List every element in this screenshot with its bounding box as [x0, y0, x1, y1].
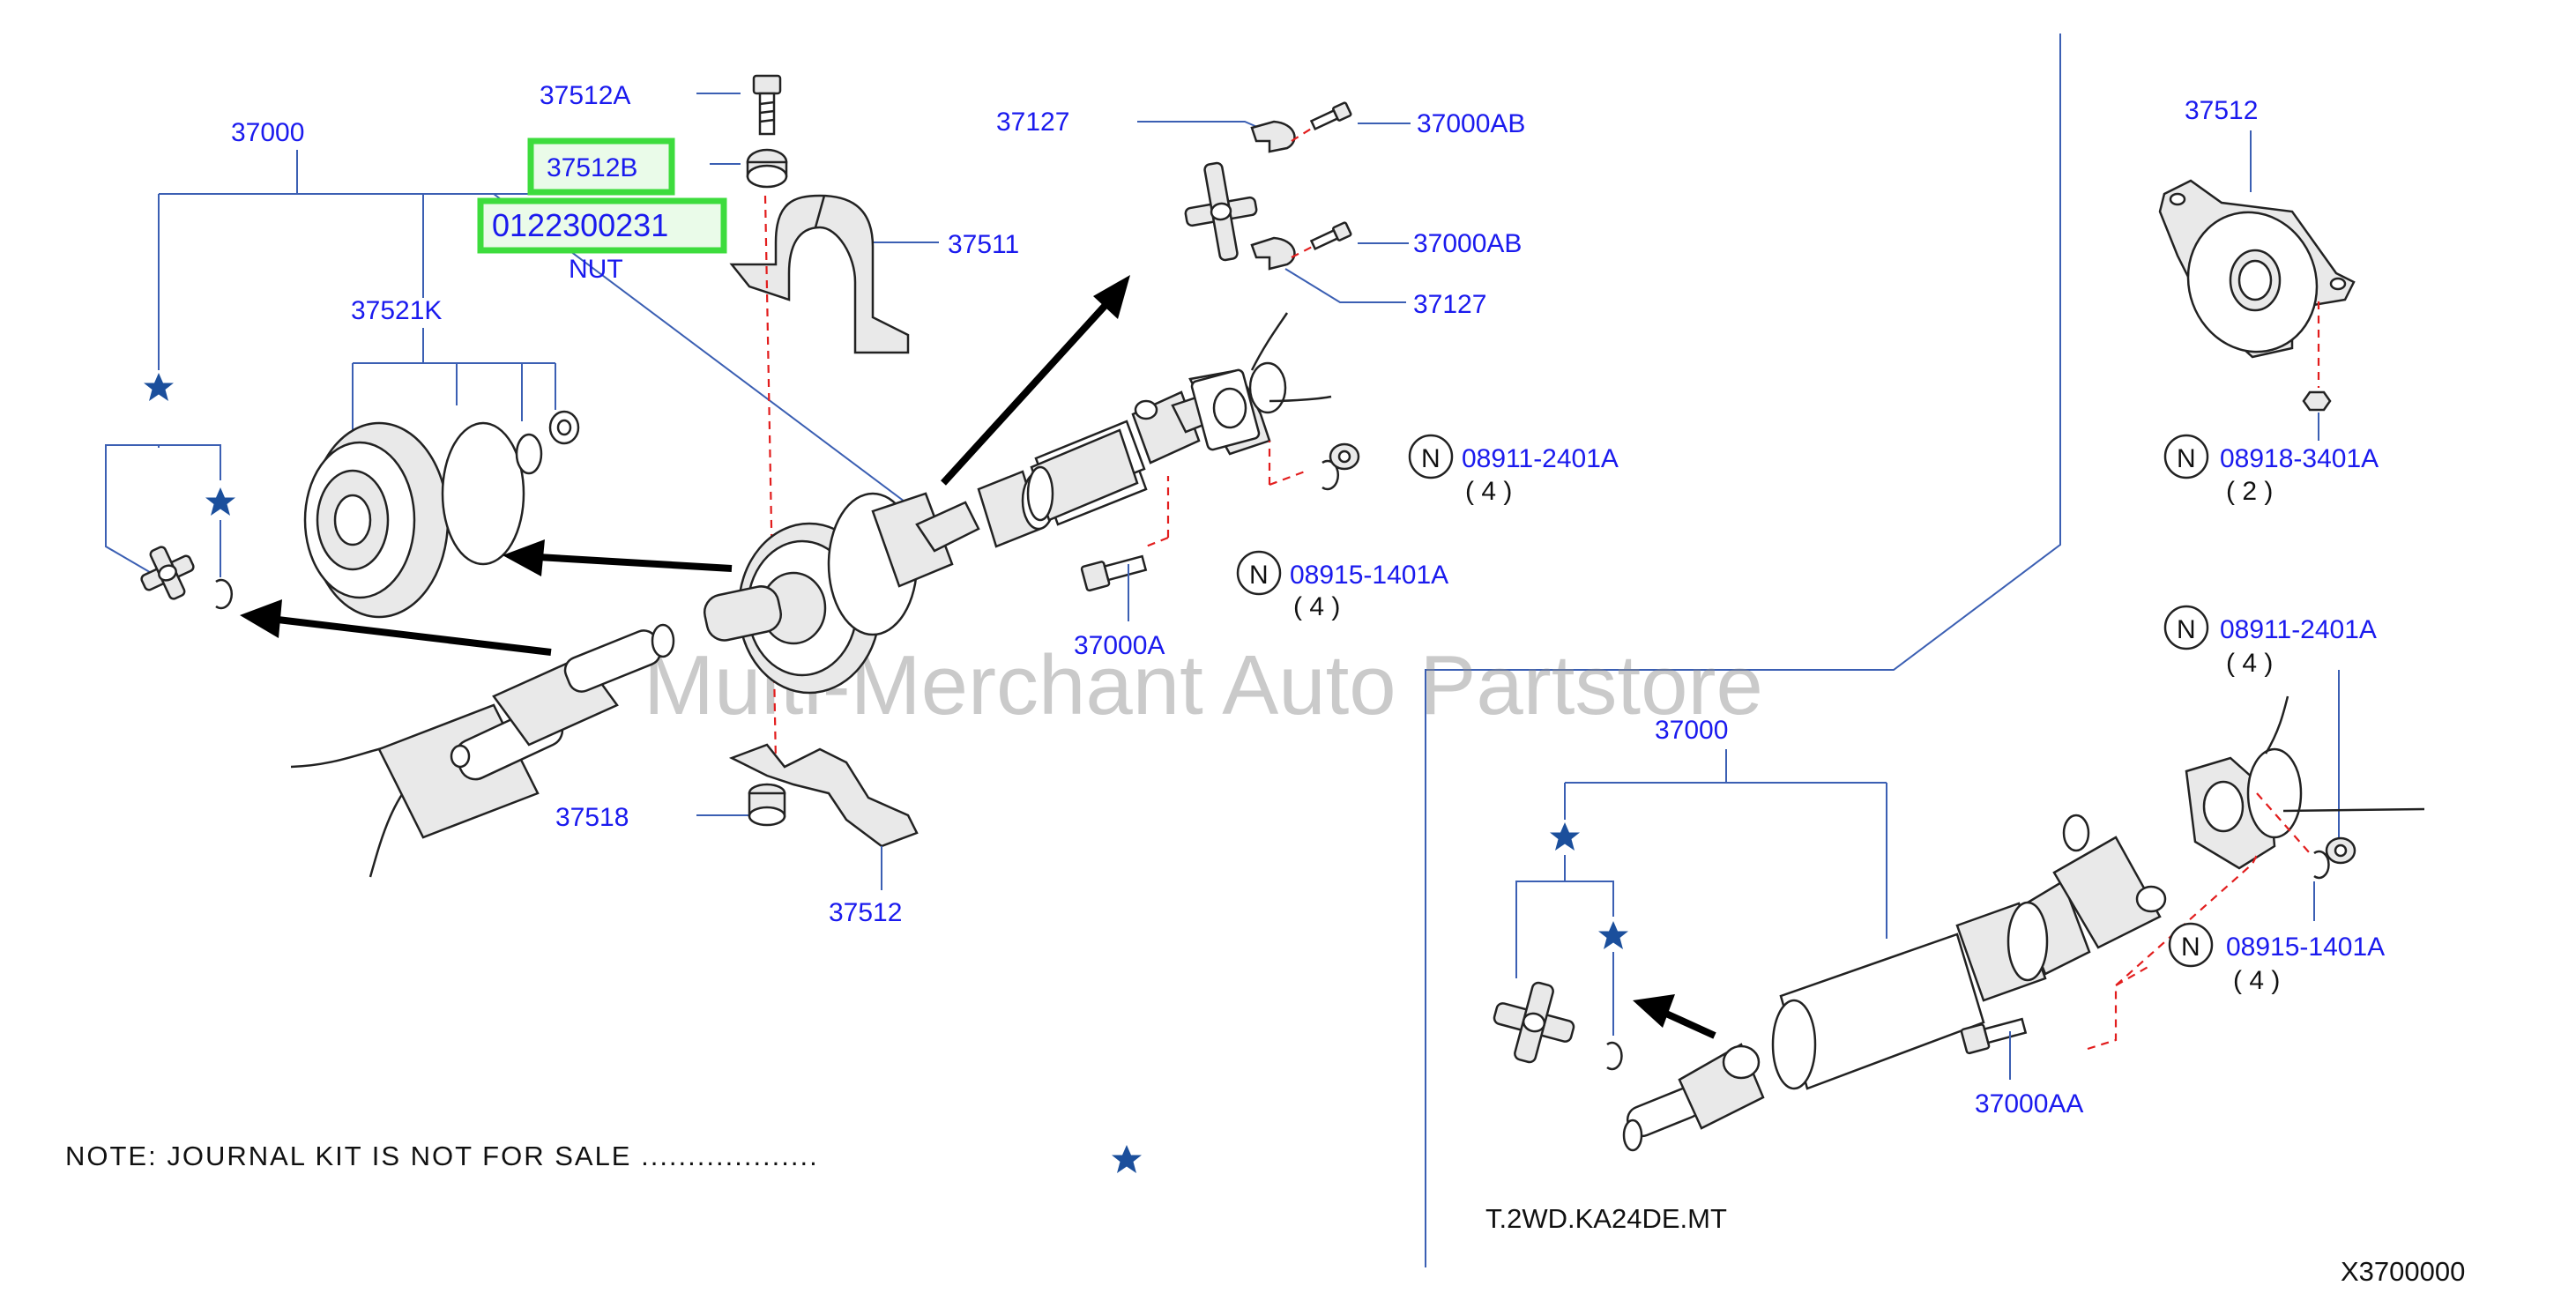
label-37512-bottom[interactable]: 37512 — [829, 898, 902, 927]
n-badge-3-text: N — [2177, 615, 2196, 644]
clamp-37127-top[interactable] — [1250, 120, 1296, 153]
n-badge-2-text: N — [2177, 444, 2196, 473]
bolt-37000a[interactable] — [1080, 551, 1148, 592]
n-part-0-number[interactable]: 08911-2401A — [1462, 444, 1619, 473]
journal-bracket-left — [105, 444, 221, 578]
n-part-2-qty: ( 2 ) — [2226, 477, 2273, 506]
dashed-lower-bolt-2 — [1145, 536, 1169, 548]
figure-code: X3700000 — [2341, 1256, 2465, 1287]
leader-37127-top — [1137, 121, 1270, 133]
leader-37000-right — [1564, 749, 1887, 939]
label-37000aa[interactable]: 37000AA — [1975, 1089, 2083, 1118]
rear-shaft-left[interactable] — [977, 312, 1332, 548]
bolt-37000ab-top[interactable] — [1309, 101, 1352, 131]
snap-ring-right[interactable] — [1606, 1041, 1623, 1071]
variant-code: T.2WD.KA24DE.MT — [1485, 1203, 1727, 1234]
star-icon — [144, 373, 174, 401]
label-37000ab-mid[interactable]: 37000AB — [1413, 229, 1522, 258]
n-part-4-number[interactable]: 08915-1401A — [2226, 933, 2385, 962]
journal-cross-upper[interactable] — [1178, 158, 1264, 265]
dashed-right-flange — [2087, 792, 2311, 1051]
n-part-3-qty: ( 4 ) — [2226, 649, 2273, 678]
label-37512-right[interactable]: 37512 — [2185, 96, 2258, 125]
dashed-nut-left-2 — [1269, 470, 1306, 487]
label-37000a[interactable]: 37000A — [1074, 631, 1165, 660]
star-icon — [1112, 1145, 1142, 1173]
washer-right[interactable] — [2313, 850, 2330, 880]
section-divider — [1425, 33, 2061, 1267]
bolt-37000ab-mid[interactable] — [1309, 221, 1352, 251]
label-37521k[interactable]: 37521K — [351, 296, 442, 325]
n-part-1-qty: ( 4 ) — [1293, 592, 1340, 621]
nut-right[interactable] — [2325, 836, 2356, 865]
snap-ring-left[interactable] — [215, 578, 234, 610]
bracket-37511[interactable] — [729, 194, 910, 354]
coupling-flange-37521k[interactable] — [303, 410, 580, 619]
propeller-shaft-right[interactable] — [1622, 695, 2425, 1152]
label-37512b: 37512B — [547, 153, 637, 182]
n-badge-1[interactable]: N — [1236, 550, 1282, 596]
star-icon — [1550, 822, 1580, 851]
star-icon — [205, 487, 235, 516]
nut-left[interactable] — [1329, 442, 1360, 471]
n-badge-1-text: N — [1249, 561, 1269, 590]
clamp-37127-mid[interactable] — [1250, 236, 1296, 271]
label-37127-top[interactable]: 37127 — [996, 108, 1069, 137]
label-nut: NUT — [569, 255, 623, 284]
center-bearing-37512[interactable] — [2158, 179, 2356, 370]
n-part-2-number[interactable]: 08918-3401A — [2220, 444, 2379, 473]
arrow-to-journal-right — [1633, 994, 1716, 1039]
n-part-1-number[interactable]: 08915-1401A — [1290, 561, 1448, 590]
n-part-3-number[interactable]: 08911-2401A — [2220, 615, 2377, 644]
note-text: NOTE: JOURNAL KIT IS NOT FOR SALE ......… — [65, 1141, 819, 1171]
arrow-to-upper-joint — [941, 275, 1130, 486]
label-37127-mid[interactable]: 37127 — [1413, 290, 1486, 319]
nut-bearing-right[interactable] — [2302, 390, 2332, 412]
label-37512a[interactable]: 37512A — [540, 81, 630, 110]
bracket-37512-lower[interactable] — [728, 743, 919, 848]
spacer-37518[interactable] — [748, 783, 786, 827]
center-bearing-shaft[interactable] — [702, 492, 980, 695]
label-37000-top[interactable]: 37000 — [231, 118, 304, 147]
leader-37127-mid — [1284, 268, 1406, 303]
n-badge-4-text: N — [2181, 933, 2200, 962]
front-shaft-left[interactable] — [290, 623, 675, 878]
n-badge-4[interactable]: N — [2168, 922, 2214, 968]
label-37000-right[interactable]: 37000 — [1655, 716, 1728, 745]
journal-cross-right[interactable] — [1485, 974, 1582, 1071]
washer-left[interactable] — [1322, 459, 1340, 491]
label-37511[interactable]: 37511 — [948, 230, 1019, 259]
highlight-0122300231[interactable]: 0122300231 — [477, 197, 727, 254]
arrow-to-journal — [240, 599, 552, 656]
star-icon — [1598, 921, 1628, 949]
highlight-37512b[interactable]: 37512B — [527, 137, 675, 196]
n-badge-0[interactable]: N — [1408, 434, 1454, 479]
journal-cross-left[interactable] — [132, 538, 203, 608]
label-37000ab-top[interactable]: 37000AB — [1417, 109, 1525, 138]
label-0122300231: 0122300231 — [492, 207, 668, 243]
n-badge-0-text: N — [1421, 444, 1441, 473]
leader-37521k — [352, 328, 556, 434]
bolt-37000aa[interactable] — [1960, 1014, 2028, 1055]
n-badge-3[interactable]: N — [2163, 605, 2209, 650]
journal-bracket-right — [1515, 855, 1614, 1036]
washer-37512b[interactable] — [746, 148, 788, 189]
n-badge-2[interactable]: N — [2163, 434, 2209, 479]
n-part-4-qty: ( 4 ) — [2233, 966, 2280, 995]
label-37518[interactable]: 37518 — [555, 803, 629, 832]
n-part-0-qty: ( 4 ) — [1465, 477, 1512, 506]
arrow-to-coupling — [503, 539, 733, 576]
bolt-37512a[interactable] — [752, 74, 782, 136]
